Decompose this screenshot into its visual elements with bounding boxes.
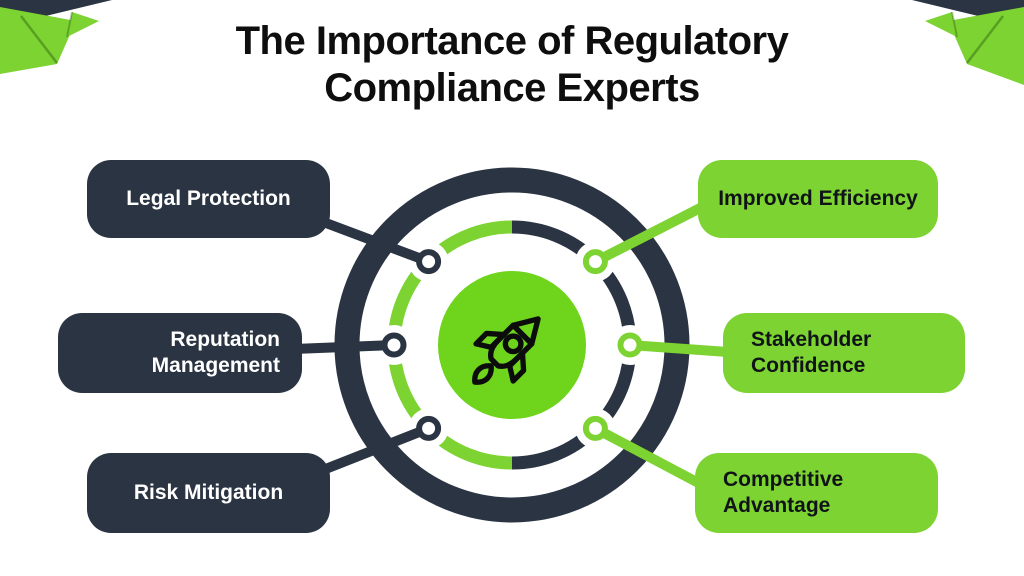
node-stakeholder-confidence (617, 332, 643, 358)
page-title-line-2: Compliance Experts (324, 66, 700, 111)
corner-decoration-top-left (0, 0, 112, 74)
center-circle (438, 271, 586, 419)
corner-decoration-top-right (912, 0, 1024, 85)
label-box-risk-mitigation: Risk Mitigation (87, 453, 330, 533)
node-risk-mitigation (416, 415, 442, 441)
connector-risk-mitigation (316, 423, 431, 477)
label-legal-protection: Legal Protection (126, 187, 291, 211)
label-competitive-advantage: Competitive Advantage (723, 468, 844, 517)
connector-improved-efficiency (593, 199, 711, 267)
connector-nodes (381, 249, 643, 441)
label-box-legal-protection: Legal Protection (87, 160, 330, 238)
connector-lines (293, 199, 729, 493)
connector-legal-protection (316, 215, 431, 267)
label-box-reputation-management: Reputation Management (58, 313, 302, 393)
label-stakeholder-confidence: Stakeholder Confidence (751, 328, 872, 377)
label-risk-mitigation: Risk Mitigation (133, 481, 284, 505)
label-box-improved-efficiency: Improved Efficiency (698, 160, 938, 238)
label-box-competitive-advantage: Competitive Advantage (695, 453, 938, 533)
label-improved-efficiency: Improved Efficiency (718, 187, 918, 211)
node-legal-protection (416, 249, 442, 275)
node-improved-efficiency (582, 249, 608, 275)
page-title: The Importance of Regulatory Compliance … (0, 18, 1024, 112)
connector-reputation-management (293, 340, 395, 354)
rocket-icon (472, 316, 541, 385)
node-reputation-management (381, 332, 407, 358)
page-title-line-1: The Importance of Regulatory (235, 19, 789, 63)
node-competitive-advantage (582, 415, 608, 441)
label-reputation-management: Reputation Management (151, 328, 280, 377)
label-box-stakeholder-confidence: Stakeholder Confidence (723, 313, 965, 393)
connector-stakeholder-confidence (629, 340, 729, 357)
connector-competitive-advantage (593, 423, 711, 493)
